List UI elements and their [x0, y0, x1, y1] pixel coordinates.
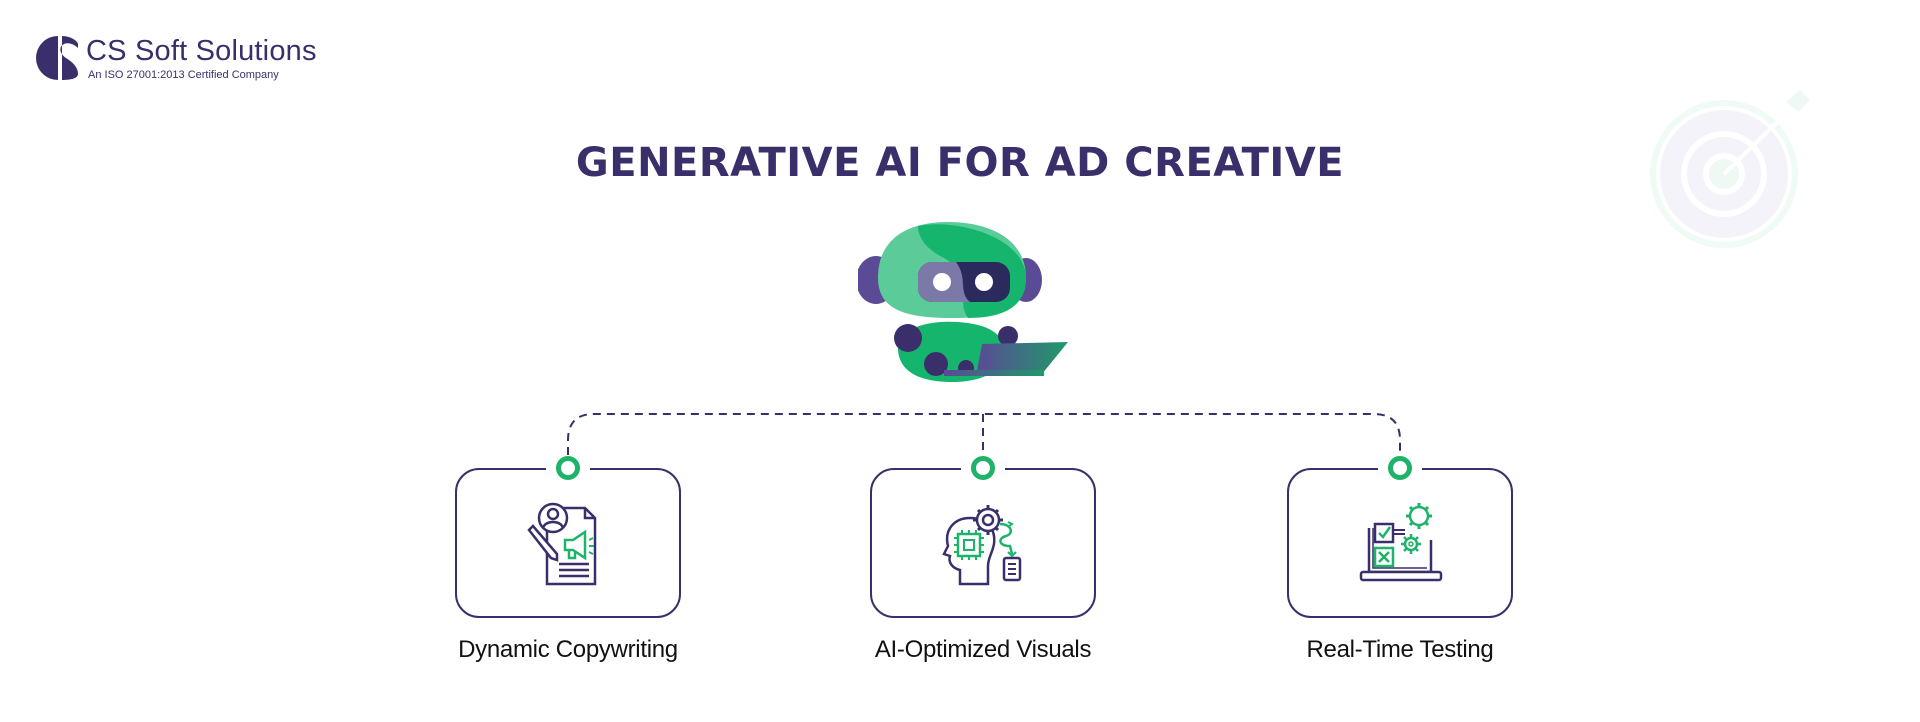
connector-node: [1388, 456, 1412, 480]
brand-name: CS Soft Solutions: [86, 34, 317, 67]
card-ai-optimized-visuals: [870, 456, 1096, 618]
target-arrow-icon: [1650, 90, 1810, 248]
card-dynamic-copywriting: [455, 456, 681, 618]
brand-tagline: An ISO 27001:2013 Certified Company: [88, 68, 279, 81]
connector-node: [556, 456, 580, 480]
head-chip-gear-icon: [942, 505, 1022, 586]
robot-with-laptop-icon: [858, 222, 1068, 382]
connector-node: [971, 456, 995, 480]
page-title: GENERATIVE AI FOR AD CREATIVE: [575, 140, 1345, 186]
cs-logo-icon: [36, 36, 78, 80]
card-real-time-testing: [1287, 456, 1513, 618]
brand-logo: CS Soft Solutions An ISO 27001:2013 Cert…: [36, 34, 317, 82]
label-dynamic-copywriting: Dynamic Copywriting: [458, 636, 678, 663]
laptop-checklist-gears-icon: [1359, 503, 1443, 582]
label-real-time-testing: Real-Time Testing: [1306, 636, 1494, 663]
document-megaphone-pen-icon: [527, 502, 597, 586]
label-ai-optimized-visuals: AI-Optimized Visuals: [874, 636, 1092, 663]
